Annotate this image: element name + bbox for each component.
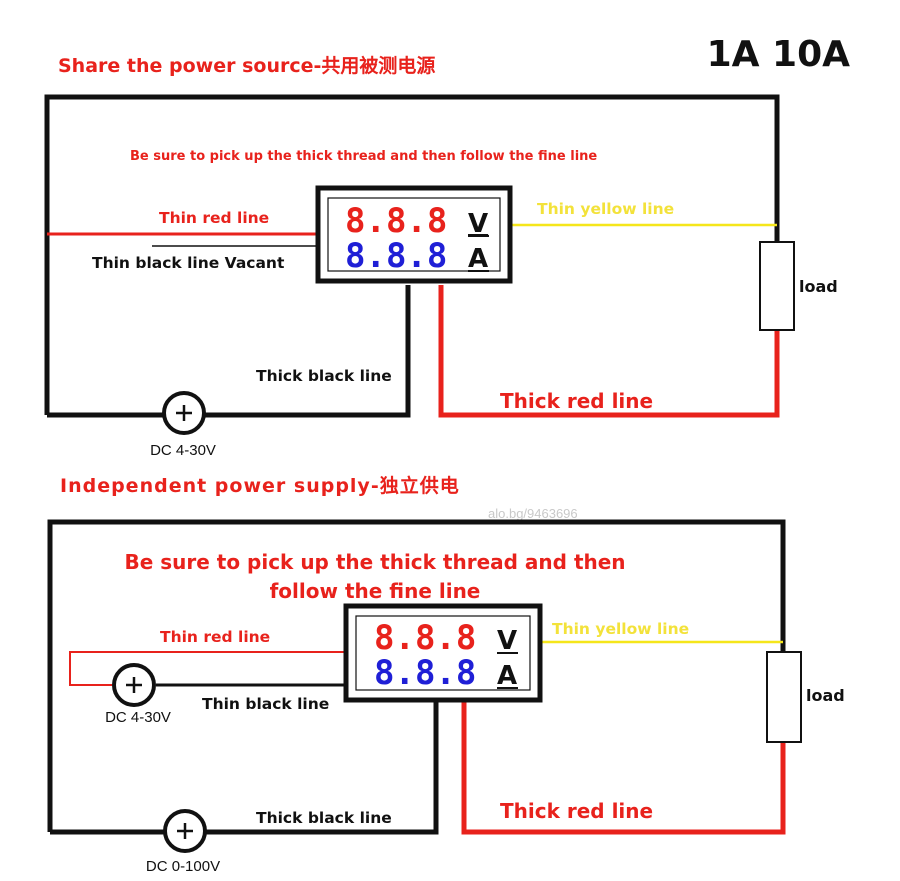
top-thin-red-label: Thin red line xyxy=(159,209,269,227)
top-load-label: load xyxy=(799,277,838,296)
bottom-source-label: DC 0-100V xyxy=(146,858,220,875)
bottom-amp-display: 8.8.8 xyxy=(374,653,476,693)
top-amp-unit: A xyxy=(468,244,488,274)
bottom-thick-red-line xyxy=(461,702,786,835)
watermark: alo.bg/9463696 xyxy=(488,506,578,521)
bottom-load-resistor xyxy=(766,651,802,743)
top-load-resistor xyxy=(759,241,795,331)
top-thick-red-label: Thick red line xyxy=(500,389,653,413)
bottom-aux-source-label: DC 4-30V xyxy=(105,709,171,726)
bottom-amp-unit: A xyxy=(497,661,517,691)
top-volt-display: 8.8.8 xyxy=(345,201,447,241)
bottom-title: Independent power supply-独立供电 xyxy=(60,474,460,497)
rating-label: 1A 10A xyxy=(707,34,851,75)
top-thin-yellow-label: Thin yellow line xyxy=(537,200,674,218)
top-thick-black-wire xyxy=(44,94,780,415)
bottom-thin-red-label: Thin red line xyxy=(160,628,270,646)
bottom-instruction-line1: Be sure to pick up the thick thread and … xyxy=(124,550,625,574)
top-diagram: Share the power source-共用被测电源 load 8.8.8… xyxy=(44,54,838,459)
top-thick-red-line xyxy=(438,285,780,418)
bottom-thin-black-label: Thin black line xyxy=(202,695,329,713)
top-instruction: Be sure to pick up the thick thread and … xyxy=(130,149,597,164)
top-title: Share the power source-共用被测电源 xyxy=(58,54,435,77)
top-source-label: DC 4-30V xyxy=(150,442,216,459)
bottom-thick-black-wire xyxy=(47,519,786,832)
bottom-thin-yellow-label: Thin yellow line xyxy=(552,620,689,638)
top-meter xyxy=(315,185,513,284)
bottom-volt-unit: V xyxy=(497,626,517,656)
bottom-load-label: load xyxy=(806,686,845,705)
top-volt-unit: V xyxy=(468,209,488,239)
bottom-instruction-line2: follow the fine line xyxy=(270,579,481,603)
bottom-thick-black-label: Thick black line xyxy=(256,809,392,827)
bottom-thin-red-line xyxy=(69,651,346,686)
bottom-diagram: Independent power supply-独立供电 alo.bg/946… xyxy=(47,474,845,875)
top-thick-black-label: Thick black line xyxy=(256,367,392,385)
bottom-thick-red-label: Thick red line xyxy=(500,799,653,823)
top-amp-display: 8.8.8 xyxy=(345,236,447,276)
bottom-volt-display: 8.8.8 xyxy=(374,618,476,658)
bottom-thick-black-line xyxy=(206,702,439,835)
top-thin-black-label: Thin black line Vacant xyxy=(92,254,285,272)
top-thick-black-line xyxy=(205,285,411,418)
